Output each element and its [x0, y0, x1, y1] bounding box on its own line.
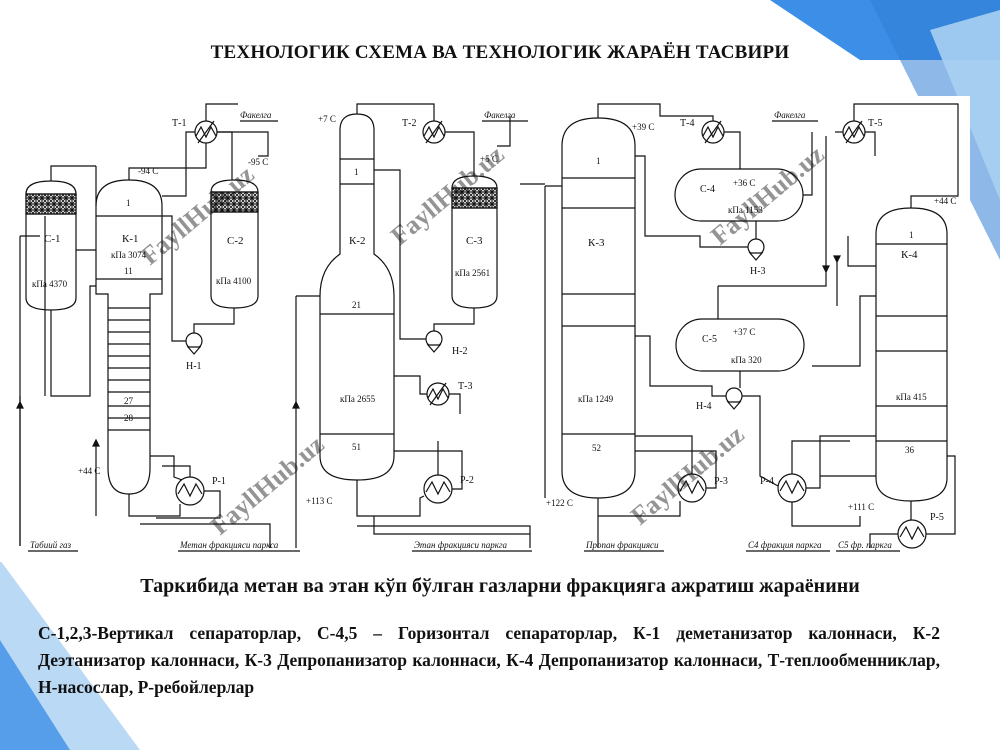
column-k1: 1 К-1 кПа 3074 11 27 28: [95, 179, 163, 495]
k3-pressure: кПа 1249: [578, 394, 614, 404]
c4-temp: +36 С: [733, 178, 755, 188]
t2-label: Т-2: [402, 118, 416, 129]
stream-methane: Метан фракцияси паркса: [179, 540, 279, 550]
column-k4: 1 К-4 кПа 415 36: [875, 207, 948, 502]
c3-pressure: кПа 2561: [455, 268, 490, 278]
separator-c5: С-5 +37 С кПа 320: [675, 318, 805, 372]
temp-c3-top: +5 С: [480, 154, 498, 164]
reboiler-p2: Р-2: [423, 474, 474, 504]
separator-c2: С-2 кПа 4100: [210, 179, 259, 309]
stream-c5: С5 фр. паркга: [838, 540, 892, 550]
k3-tray-1: 1: [596, 156, 601, 166]
k1-tray-1: 1: [126, 198, 131, 208]
p4-label: Р-4: [760, 476, 774, 487]
stream-flare-1: Факелга: [240, 110, 272, 120]
h1-label: Н-1: [186, 361, 202, 372]
c4-label: С-4: [700, 184, 715, 195]
h4-label: Н-4: [696, 401, 712, 412]
heat-exchanger-t1: Т-1: [172, 118, 218, 144]
k2-label: К-2: [349, 235, 366, 247]
stream-propane: Пропан фракцияси: [585, 540, 659, 550]
h2-label: Н-2: [452, 346, 468, 357]
k4-tray-1: 1: [909, 230, 914, 240]
diagram-caption: Таркибида метан ва этан кўп бўлган газла…: [140, 575, 860, 597]
heat-exchanger-t2: Т-2: [402, 118, 446, 144]
k2-pressure: кПа 2655: [340, 394, 376, 404]
process-flow-diagram: С-1 кПа 4370 1 К-1 кПа 3074 11 27 28 С-2…: [0, 96, 970, 562]
temp-c2-top: -95 С: [248, 157, 268, 167]
k1-tray-11: 11: [124, 266, 133, 276]
legend-description: С-1,2,3-Вертикал сепараторлар, С-4,5 – Г…: [38, 623, 940, 697]
k1-pressure: кПа 3074: [111, 250, 147, 260]
temp-k3-bottom: +122 С: [546, 498, 573, 508]
temp-k4-top: +44 С: [934, 196, 956, 206]
temp-k2-top: +7 С: [318, 114, 336, 124]
slide-title: ТЕХНОЛОГИК СХЕМА ВА ТЕХНОЛОГИК ЖАРАЁН ТА…: [210, 42, 790, 63]
p5-label: Р-5: [930, 512, 944, 523]
k2-tray-21: 21: [352, 300, 361, 310]
separator-c3: С-3 кПа 2561: [451, 175, 498, 309]
reboiler-p5: Р-5: [897, 512, 944, 549]
stream-flare-2: Факелга: [484, 110, 516, 120]
heat-exchanger-t4: Т-4: [680, 118, 725, 144]
k1-label: К-1: [122, 233, 139, 245]
stream-ethane: Этан фракцияси паркга: [414, 540, 507, 550]
stream-feed: Табиий газ: [30, 540, 71, 550]
k4-pressure: кПа 415: [896, 392, 927, 402]
temp-k2-bottom: +113 С: [306, 496, 333, 506]
heat-exchanger-t5: Т-5: [842, 118, 882, 144]
k2-tray-1: 1: [354, 167, 359, 177]
k1-tray-27: 27: [124, 396, 134, 406]
column-k3: 1 К-3 кПа 1249 52: [561, 117, 636, 499]
temp-k1-top: -94 С: [138, 166, 158, 176]
column-k2: 1 К-2 21 кПа 2655 51: [319, 113, 395, 481]
k4-label: К-4: [901, 249, 918, 261]
stream-flare-3: Факелга: [774, 110, 806, 120]
pump-h1: Н-1: [185, 332, 203, 372]
temp-k1-bottom: +44 С: [78, 466, 100, 476]
p3-label: Р-3: [714, 476, 728, 487]
k2-tray-51: 51: [352, 442, 361, 452]
p2-label: Р-2: [460, 475, 474, 486]
temp-k3-top: +39 С: [632, 122, 654, 132]
t5-label: Т-5: [868, 118, 882, 129]
c5-pressure: кПа 320: [731, 355, 762, 365]
p1-label: Р-1: [212, 476, 226, 487]
c3-label: С-3: [466, 235, 483, 247]
c5-temp: +37 С: [733, 327, 755, 337]
t4-label: Т-4: [680, 118, 694, 129]
k3-tray-52: 52: [592, 443, 601, 453]
t1-label: Т-1: [172, 118, 186, 129]
heat-exchanger-t3: Т-3: [426, 381, 472, 406]
reboiler-p3: Р-3: [677, 473, 728, 503]
k4-tray-36: 36: [905, 445, 915, 455]
temp-k4-bottom: +111 С: [848, 502, 874, 512]
c2-label: С-2: [227, 235, 244, 247]
stream-c4: С4 фракция паркга: [748, 540, 822, 550]
pump-h3: Н-3: [747, 238, 766, 277]
c2-pressure: кПа 4100: [216, 276, 252, 286]
h3-label: Н-3: [750, 266, 766, 277]
separator-c1: С-1 кПа 4370: [25, 180, 77, 311]
k3-label: К-3: [588, 237, 605, 249]
pump-h2: Н-2: [425, 330, 468, 357]
c4-pressure: кПа 1153: [728, 205, 763, 215]
c1-pressure: кПа 4370: [32, 279, 68, 289]
reboiler-p4: Р-4: [760, 473, 807, 503]
t3-label: Т-3: [458, 381, 472, 392]
pump-h4: Н-4: [696, 387, 743, 412]
c5-label: С-5: [702, 334, 717, 345]
c1-label: С-1: [44, 233, 61, 245]
k1-tray-28: 28: [124, 413, 134, 423]
